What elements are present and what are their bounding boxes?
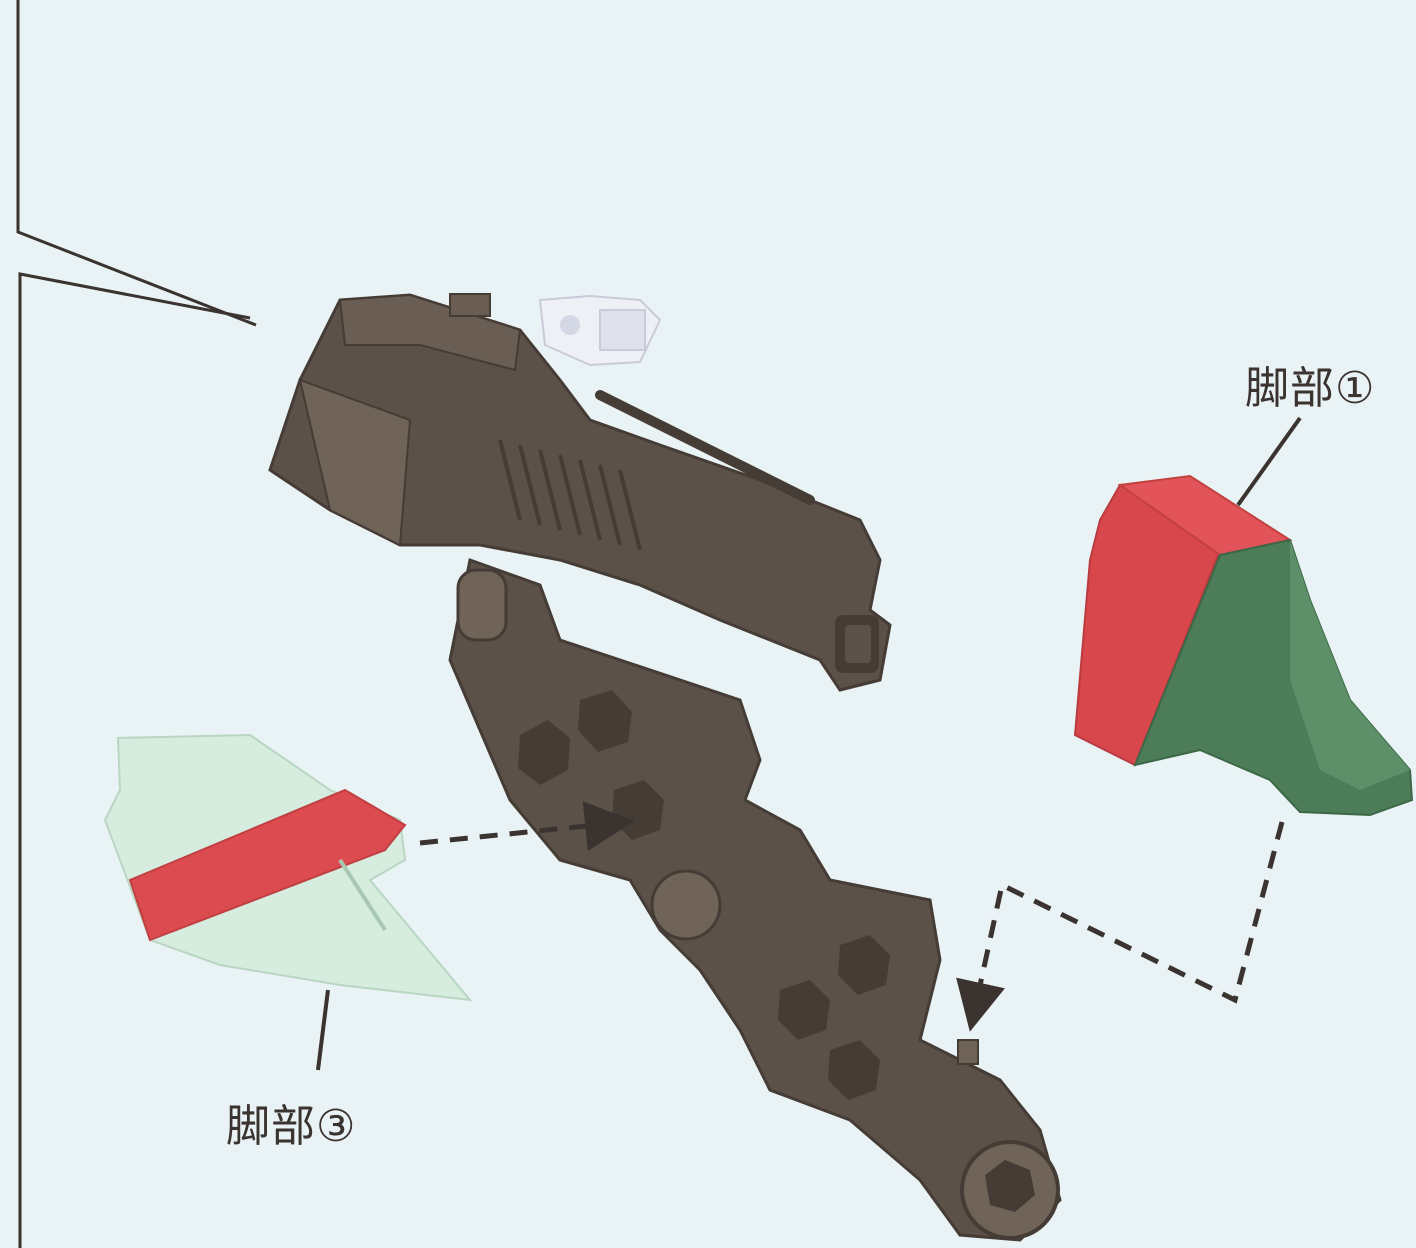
arrow-part1-to-frame [956, 821, 1285, 1032]
part1-piece [1073, 474, 1414, 817]
label-part3: 脚部③ [226, 1101, 357, 1152]
leader-line-part1 [1236, 416, 1302, 507]
arrow-part3-to-frame [419, 801, 635, 851]
gun-body [268, 293, 892, 692]
scope-sight [538, 294, 662, 367]
callout-frame [16, 0, 257, 1248]
lower-arm-frame [448, 558, 1062, 1242]
part3-piece [103, 733, 473, 1002]
gun-arm-assembly [268, 293, 1062, 1242]
leader-line-part3 [316, 989, 330, 1071]
label-part1: 脚部① [1245, 363, 1376, 414]
